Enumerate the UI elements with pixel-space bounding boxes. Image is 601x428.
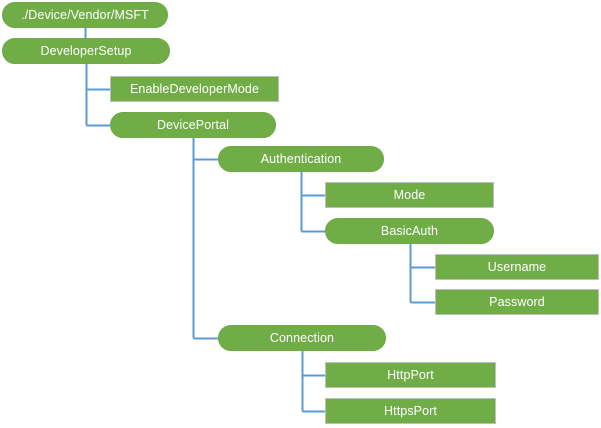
node-root[interactable]: ./Device/Vendor/MSFT <box>2 2 168 28</box>
node-enabledevelopermode[interactable]: EnableDeveloperMode <box>110 76 279 102</box>
node-httpport-label: HttpPort <box>387 367 434 382</box>
node-password-label: Password <box>489 294 545 309</box>
node-authentication[interactable]: Authentication <box>218 146 384 172</box>
node-basicauth-label: BasicAuth <box>380 223 439 238</box>
node-basicauth[interactable]: BasicAuth <box>325 218 494 244</box>
node-httpport[interactable]: HttpPort <box>325 362 496 388</box>
node-username-label: Username <box>487 259 547 274</box>
node-mode-label: Mode <box>393 187 426 202</box>
node-httpsport-label: HttpsPort <box>384 403 437 418</box>
node-enabledevelopermode-label: EnableDeveloperMode <box>129 81 260 96</box>
node-developersetup-label: DeveloperSetup <box>40 43 132 58</box>
node-password[interactable]: Password <box>435 289 599 315</box>
node-developersetup[interactable]: DeveloperSetup <box>2 38 170 64</box>
node-root-label: ./Device/Vendor/MSFT <box>21 7 149 22</box>
node-connection[interactable]: Connection <box>218 325 386 351</box>
node-authentication-label: Authentication <box>260 151 342 166</box>
node-connection-label: Connection <box>269 330 335 345</box>
node-deviceportal-label: DevicePortal <box>156 117 230 132</box>
node-deviceportal[interactable]: DevicePortal <box>110 112 276 138</box>
node-mode[interactable]: Mode <box>325 182 494 208</box>
node-httpsport[interactable]: HttpsPort <box>325 398 496 424</box>
node-username[interactable]: Username <box>435 254 599 280</box>
